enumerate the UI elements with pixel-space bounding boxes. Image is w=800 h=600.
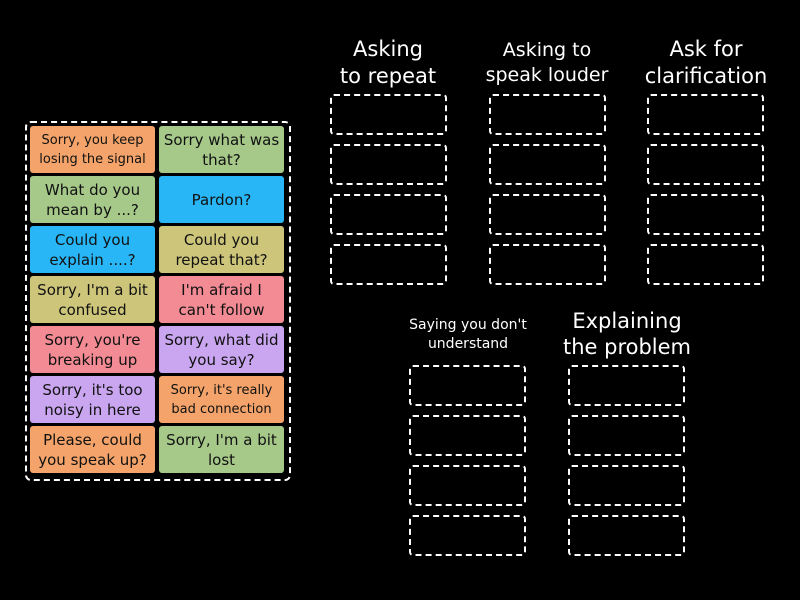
drop-slot[interactable] — [330, 244, 447, 285]
drop-slot[interactable] — [489, 244, 606, 285]
answer-card[interactable]: Sorry, you keep losing the signal — [30, 126, 155, 173]
drop-slot[interactable] — [568, 365, 685, 406]
drop-slot[interactable] — [489, 94, 606, 135]
answer-card[interactable]: Sorry, what did you say? — [159, 326, 284, 373]
group-title-line: Saying you don't — [409, 317, 527, 333]
drop-slot[interactable] — [330, 194, 447, 235]
drop-slot[interactable] — [409, 515, 526, 556]
card-label: Sorry what was that? — [163, 130, 280, 169]
answer-card[interactable]: Pardon? — [159, 176, 284, 223]
card-label: Sorry, you're breaking up — [44, 330, 141, 369]
drop-slot[interactable] — [568, 415, 685, 456]
drop-slot[interactable] — [489, 144, 606, 185]
answer-card[interactable]: Sorry, it's too noisy in here — [30, 376, 155, 423]
card-label: Could you explain ....? — [49, 230, 136, 269]
card-label: Could you repeat that? — [175, 230, 268, 269]
answer-card[interactable]: Please, could you speak up? — [30, 426, 155, 473]
group-title-line: Asking — [353, 37, 423, 61]
group-title-louder: Asking to speak louder — [472, 38, 622, 88]
card-label: Sorry, what did you say? — [164, 330, 279, 369]
group-title-problem: Explaining the problem — [552, 308, 702, 360]
group-title-line: clarification — [644, 64, 768, 88]
answer-card[interactable]: Could you explain ....? — [30, 226, 155, 273]
card-label: I'm afraid I can't follow — [178, 280, 265, 319]
answer-card[interactable]: Could you repeat that? — [159, 226, 284, 273]
group-title-line: Ask for — [669, 37, 743, 61]
drop-slot[interactable] — [330, 144, 447, 185]
group-title-repeat: Asking to repeat — [318, 36, 458, 90]
answer-card[interactable]: Sorry, you're breaking up — [30, 326, 155, 373]
group-title-line: understand — [427, 336, 509, 352]
drop-slot[interactable] — [409, 465, 526, 506]
card-label: Sorry, you keep losing the signal — [39, 132, 146, 167]
drop-slot[interactable] — [568, 465, 685, 506]
answer-card[interactable]: What do you mean by ...? — [30, 176, 155, 223]
group-title-line: to repeat — [339, 64, 437, 88]
group-title-line: speak louder — [485, 64, 609, 86]
card-label: What do you mean by ...? — [44, 180, 141, 219]
drop-slot[interactable] — [489, 194, 606, 235]
group-title-dont-understand: Saying you don't understand — [398, 316, 538, 354]
card-label: Please, could you speak up? — [38, 430, 147, 469]
card-label: Sorry, I'm a bit confused — [37, 280, 148, 319]
drop-slot[interactable] — [647, 194, 764, 235]
group-title-clarification: Ask for clarification — [630, 36, 782, 90]
card-label: Sorry, it's too noisy in here — [42, 380, 143, 419]
answer-card[interactable]: Sorry, it's really bad connection — [159, 376, 284, 423]
drop-slot[interactable] — [409, 365, 526, 406]
answer-card[interactable]: I'm afraid I can't follow — [159, 276, 284, 323]
drop-slot[interactable] — [330, 94, 447, 135]
drop-slot[interactable] — [409, 415, 526, 456]
answer-card[interactable]: Sorry what was that? — [159, 126, 284, 173]
drop-slot[interactable] — [647, 94, 764, 135]
group-title-line: Explaining — [572, 309, 682, 333]
group-title-line: the problem — [562, 335, 692, 359]
group-title-line: Asking to — [502, 39, 592, 61]
drop-slot[interactable] — [647, 244, 764, 285]
card-label: Sorry, I'm a bit lost — [166, 430, 277, 469]
drop-slot[interactable] — [568, 515, 685, 556]
card-label: Sorry, it's really bad connection — [170, 382, 273, 417]
answer-card[interactable]: Sorry, I'm a bit confused — [30, 276, 155, 323]
drop-slot[interactable] — [647, 144, 764, 185]
card-label: Pardon? — [191, 190, 252, 209]
card-bank — [25, 121, 291, 481]
answer-card[interactable]: Sorry, I'm a bit lost — [159, 426, 284, 473]
